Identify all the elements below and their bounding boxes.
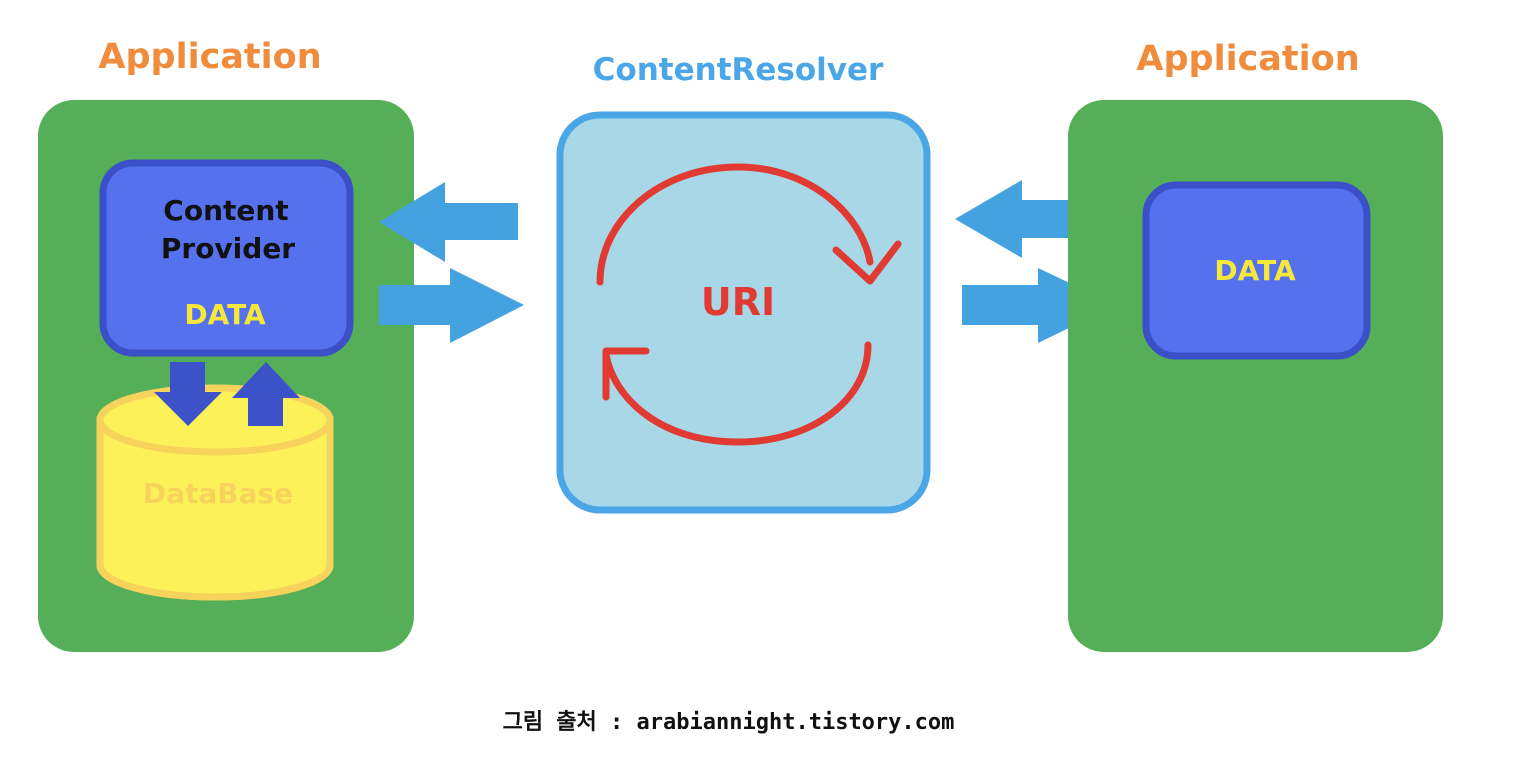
right-data-label: DATA <box>1214 254 1296 287</box>
content-provider-label-line2: Provider <box>161 232 295 265</box>
arrow-up-from-database-icon <box>232 362 300 426</box>
image-source-caption: 그림 출처 : arabiannight.tistory.com <box>502 710 955 735</box>
provider-data-label: DATA <box>184 298 266 331</box>
right-app-title: Application <box>1136 39 1359 79</box>
cycle-arrow-top-head-icon <box>832 240 902 285</box>
arrow-down-to-database-icon <box>154 362 222 426</box>
content-provider-box <box>99 159 354 357</box>
resolver-title: ContentResolver <box>593 52 884 88</box>
left-app-title: Application <box>98 37 321 77</box>
uri-label: URI <box>701 280 775 324</box>
database-bottom-rim <box>96 564 334 601</box>
cycle-arrow-top-arc <box>596 163 874 286</box>
arrow-left-app-to-resolver-icon <box>379 268 524 343</box>
cycle-arrow-bottom-head-icon <box>602 347 650 401</box>
cycle-arrow-bottom-arc <box>602 341 872 446</box>
content-provider-label-line1: Content <box>163 194 288 227</box>
right-data-box <box>1142 181 1371 360</box>
arrow-right-app-to-resolver-icon <box>955 180 1097 258</box>
database-label: DataBase <box>143 477 293 510</box>
database-cylinder <box>96 384 334 601</box>
arrow-resolver-to-left-app-icon <box>379 182 518 262</box>
